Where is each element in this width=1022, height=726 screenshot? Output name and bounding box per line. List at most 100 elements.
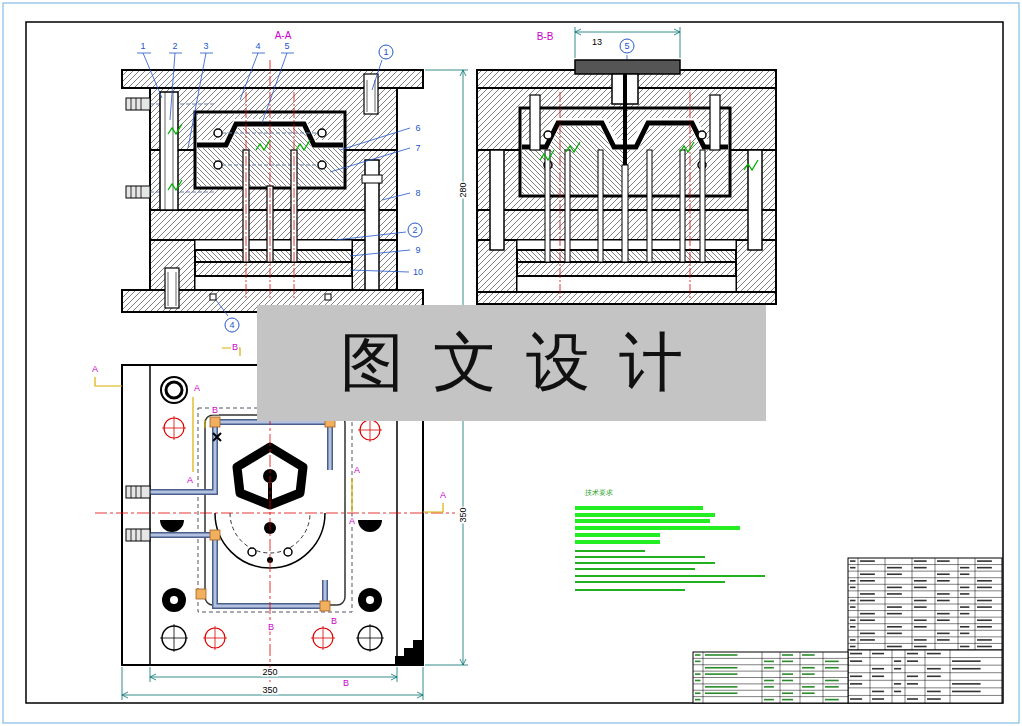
- cooling-channel: [150, 422, 330, 492]
- title-block: [764, 667, 774, 669]
- section-view-a: [195, 262, 352, 276]
- title-block: [907, 660, 918, 662]
- title-block: [802, 692, 815, 694]
- callout-number: 8: [414, 189, 421, 198]
- dimension-line: [425, 70, 468, 312]
- technical-notes: [575, 575, 765, 577]
- title-block: [850, 560, 856, 562]
- leader-line: [350, 270, 409, 272]
- title-block: [764, 661, 774, 663]
- title-block: [848, 564, 1002, 565]
- title-block: [872, 653, 884, 655]
- title-block: [977, 567, 992, 569]
- title-block: [977, 560, 992, 562]
- title-block: [927, 676, 941, 678]
- title-block: [848, 643, 1002, 644]
- section-view-b: [544, 131, 552, 139]
- section-view-b: [698, 131, 706, 139]
- title-block: [850, 660, 862, 662]
- title-block: [860, 633, 875, 635]
- title-block: [860, 613, 875, 615]
- callout-number: 1: [139, 42, 146, 51]
- leader-line: [137, 53, 162, 98]
- title-block: [914, 600, 927, 602]
- section-view-a: [160, 92, 178, 210]
- title-block: [850, 698, 862, 700]
- title-block: [705, 654, 737, 656]
- section-letter: A: [186, 476, 194, 485]
- section-view-a: [318, 161, 326, 169]
- title-block: [848, 630, 1002, 631]
- title-block: [937, 560, 950, 562]
- title-block: [937, 593, 950, 595]
- title-block: [937, 639, 950, 641]
- title-block: [825, 667, 839, 669]
- title-block: [695, 699, 701, 701]
- title-block: [850, 683, 862, 685]
- section-view-a: [122, 60, 423, 312]
- section-view-a: [165, 268, 179, 308]
- screw-hole: [311, 626, 335, 650]
- water-nipple: [131, 186, 141, 198]
- section-view-b: [647, 150, 652, 262]
- view-label: B-B: [536, 32, 555, 42]
- technical-notes: [575, 562, 715, 564]
- cooling-channel: [196, 589, 206, 599]
- title-block: [925, 650, 926, 703]
- screw-hole: [358, 418, 382, 442]
- title-block: [937, 613, 950, 615]
- sheet-frame: [3, 3, 1019, 723]
- title-block: [887, 587, 902, 589]
- leader-line: [372, 60, 382, 90]
- title-block: [693, 658, 848, 659]
- section-view-b: [517, 262, 736, 276]
- section-view-a: [364, 74, 378, 114]
- title-block: [927, 668, 941, 670]
- section-view-a: [362, 175, 382, 183]
- title-block: [693, 671, 848, 672]
- title-block: [850, 619, 856, 621]
- title-block: [885, 558, 886, 650]
- section-view-a: [173, 92, 174, 210]
- section-line: [351, 478, 352, 512]
- title-block: [848, 604, 1002, 605]
- title-block: [887, 573, 902, 575]
- dimension-line: [122, 667, 423, 700]
- section-view-b: [622, 165, 628, 262]
- section-letter: A: [353, 466, 361, 475]
- title-block: [977, 646, 992, 648]
- title-block: [695, 654, 701, 656]
- title-block: [977, 619, 992, 621]
- title-block: [935, 558, 936, 650]
- title-block: [952, 668, 981, 670]
- title-block: [914, 567, 927, 569]
- callout-circle-outline: [620, 39, 634, 53]
- title-block: [860, 600, 875, 602]
- title-block: [782, 680, 793, 682]
- title-block: [887, 626, 902, 628]
- title-block: [960, 633, 969, 635]
- title-block: [887, 593, 902, 595]
- section-view-a: [210, 294, 216, 300]
- title-block: [782, 661, 793, 663]
- title-block: [894, 668, 901, 670]
- title-block: [860, 619, 875, 621]
- title-block: [914, 580, 927, 582]
- section-letter: A: [439, 491, 447, 500]
- section-view-a: [375, 80, 376, 112]
- title-block: [872, 676, 884, 678]
- section-view-b: [540, 142, 758, 170]
- title-block: [850, 587, 856, 589]
- cooling-channel: [213, 433, 221, 441]
- title-block: [850, 639, 856, 641]
- section-view-a: [214, 129, 222, 137]
- title-block: [693, 664, 848, 665]
- title-block: [907, 683, 918, 685]
- title-block: [782, 654, 793, 656]
- title-block: [764, 680, 774, 682]
- section-view-b: [530, 95, 540, 150]
- section-view-b: [477, 292, 776, 304]
- plan-view: [149, 365, 151, 665]
- title-block: [764, 699, 774, 701]
- plan-view: [284, 548, 292, 556]
